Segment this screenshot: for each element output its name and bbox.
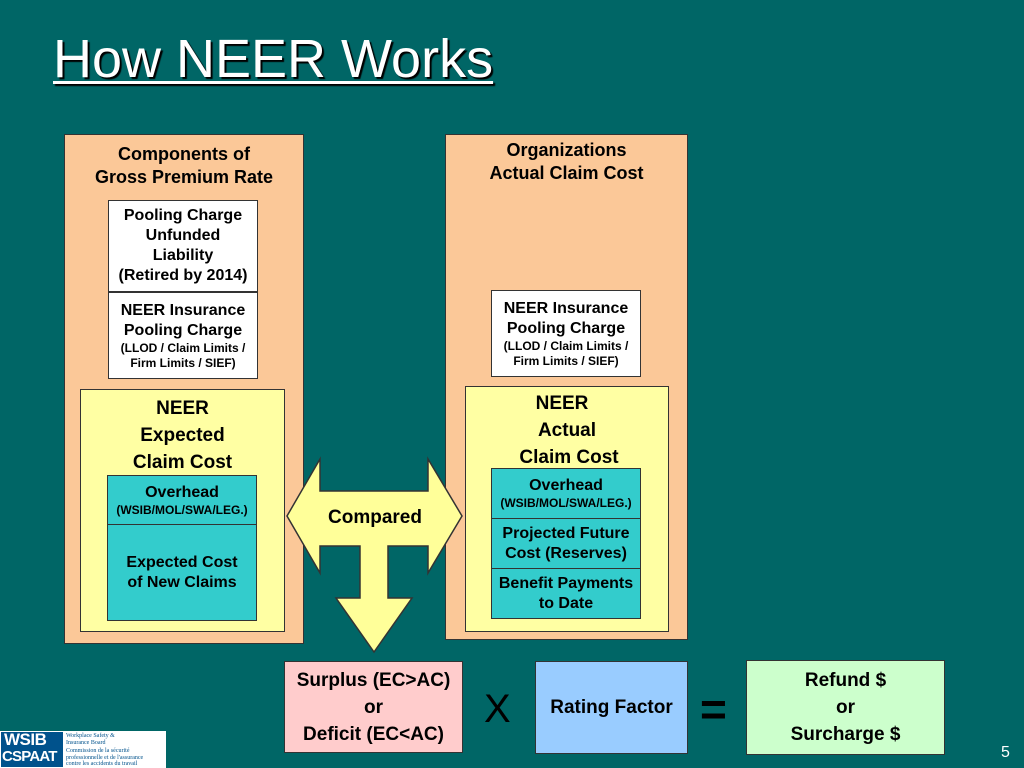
gross-premium-heading: Components of Gross Premium Rate [94, 144, 274, 187]
expected-cost-new-claims-box: Expected Cost of New Claims [107, 524, 257, 621]
cspaat-wordmark: CSPAAT [2, 748, 57, 765]
left-pooling-charge-box: NEER Insurance Pooling Charge (LLOD / Cl… [108, 292, 258, 379]
compared-arrow-shape [286, 456, 463, 654]
benefit-payments-box: Benefit Payments to Date [491, 568, 641, 619]
actual-claim-cost-subheading: NEER Actual Claim Cost [519, 393, 619, 468]
surplus-deficit-box: Surplus (EC>AC) or Deficit (EC<AC) [284, 661, 463, 753]
wsib-french-name: Commission de la sécurité professionnell… [66, 748, 144, 767]
page-number: 5 [1001, 744, 1010, 761]
refund-surcharge-box: Refund $ or Surcharge $ [746, 660, 945, 755]
multiply-sign: X [484, 687, 511, 731]
rating-factor-box: Rating Factor [535, 661, 688, 754]
unfunded-liability-box: Pooling Charge Unfunded Liability (Retir… [108, 200, 258, 292]
wsib-wordmark: WSIB [4, 730, 47, 749]
right-overhead-box: Overhead (WSIB/MOL/SWA/LEG.) [491, 468, 641, 519]
slide-title: How NEER Works [53, 29, 494, 89]
right-pooling-charge-box: NEER Insurance Pooling Charge (LLOD / Cl… [491, 290, 641, 377]
compared-arrow [286, 456, 463, 654]
wsib-logo-mark [1, 732, 63, 767]
wsib-english-name: Workplace Safety & Insurance Board [66, 733, 115, 746]
expected-claim-cost-heading: NEER Expected Claim Cost [132, 398, 233, 473]
projected-future-cost-box: Projected Future Cost (Reserves) [491, 518, 641, 569]
left-overhead-box: Overhead (WSIB/MOL/SWA/LEG.) [107, 475, 257, 525]
wsib-logo: WSIB CSPAAT Workplace Safety & Insurance… [0, 731, 166, 768]
equals-sign: = [700, 683, 727, 735]
compared-label: Compared [328, 507, 422, 528]
actual-claim-cost-heading: Organizations Actual Claim Cost [489, 140, 644, 183]
